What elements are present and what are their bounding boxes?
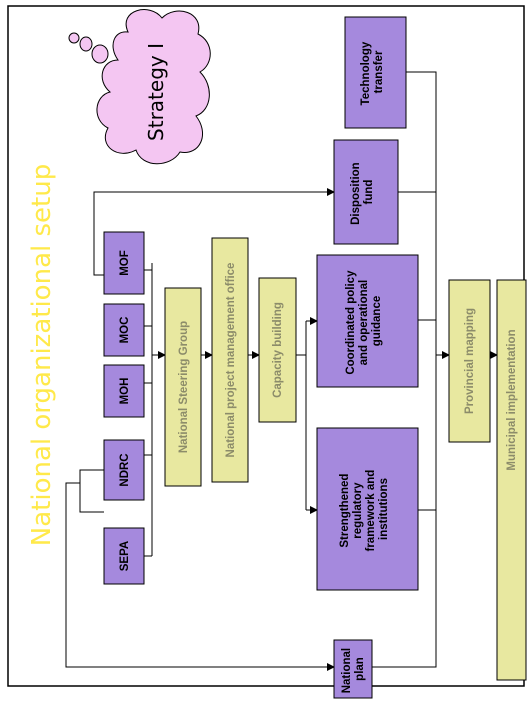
svg-text:Strengthened regulatory: Strengthened regulatory framework and in… (339, 466, 390, 551)
strategy-cloud: Strategy I (68, 9, 211, 165)
ministry-sepa-label: SEPA (119, 541, 131, 571)
regulatory-box: Strengthened regulatory framework and in… (316, 427, 419, 591)
ministry-ndrc: NDRC (103, 439, 145, 501)
diagram-title: National organizational setup (27, 164, 57, 546)
svg-text:Coordinated policy and o: Coordinated policy and operational guida… (345, 267, 383, 374)
steering-group-box: National Steering Group (164, 287, 202, 487)
ministry-moc: MOC (103, 303, 145, 357)
regulatory-line3: framework and (365, 470, 377, 552)
provincial-mapping-box: Provincial mapping (448, 279, 491, 443)
disposition-fund-box: Disposition fund (333, 139, 399, 245)
cloud-label: Strategy I (144, 43, 168, 141)
policy-line3: guidance (371, 296, 383, 346)
national-plan-line2: plan (354, 657, 366, 681)
svg-text:Disposition fund: Disposition fund (350, 159, 375, 225)
provincial-mapping-label: Provincial mapping (464, 308, 476, 414)
technology-transfer-box: Technology transfer (344, 16, 407, 129)
disposition-line1: Disposition (350, 162, 362, 225)
municipal-implementation-box: Municipal implementation (496, 279, 527, 681)
capacity-building-box: Capacity building (258, 277, 297, 423)
disposition-line2: fund (363, 180, 375, 205)
ministry-moh: MOH (103, 364, 145, 418)
technology-line2: transfer (373, 50, 385, 93)
national-plan-line1: National (341, 648, 353, 693)
capacity-building-label: Capacity building (272, 302, 284, 398)
svg-text:National plan: National plan (341, 645, 366, 694)
steering-group-label: National Steering Group (178, 321, 190, 453)
ministry-mof-label: MOF (119, 250, 131, 276)
ministry-moh-label: MOH (119, 378, 131, 405)
regulatory-line4: institutions (378, 478, 390, 540)
svg-text:Technology transfer: Technology transfer (360, 39, 385, 106)
technology-line1: Technology (360, 41, 372, 105)
policy-line1: Coordinated policy (345, 270, 357, 375)
municipal-implementation-label: Municipal implementation (506, 329, 518, 470)
regulatory-line1: Strengthened (339, 474, 351, 548)
policy-line2: and operational (358, 280, 370, 366)
national-plan-box: National plan (333, 639, 373, 699)
connectors (65, 71, 498, 671)
regulatory-line2: regulatory (352, 482, 364, 539)
ministry-mof: MOF (103, 231, 145, 295)
ministry-moc-label: MOC (119, 317, 131, 344)
project-office-box: National project management office (211, 237, 249, 483)
ministry-sepa: SEPA (103, 527, 145, 585)
policy-box: Coordinated policy and operational guida… (316, 254, 419, 388)
project-office-label: National project management office (225, 263, 237, 458)
ministry-ndrc-label: NDRC (119, 453, 131, 486)
